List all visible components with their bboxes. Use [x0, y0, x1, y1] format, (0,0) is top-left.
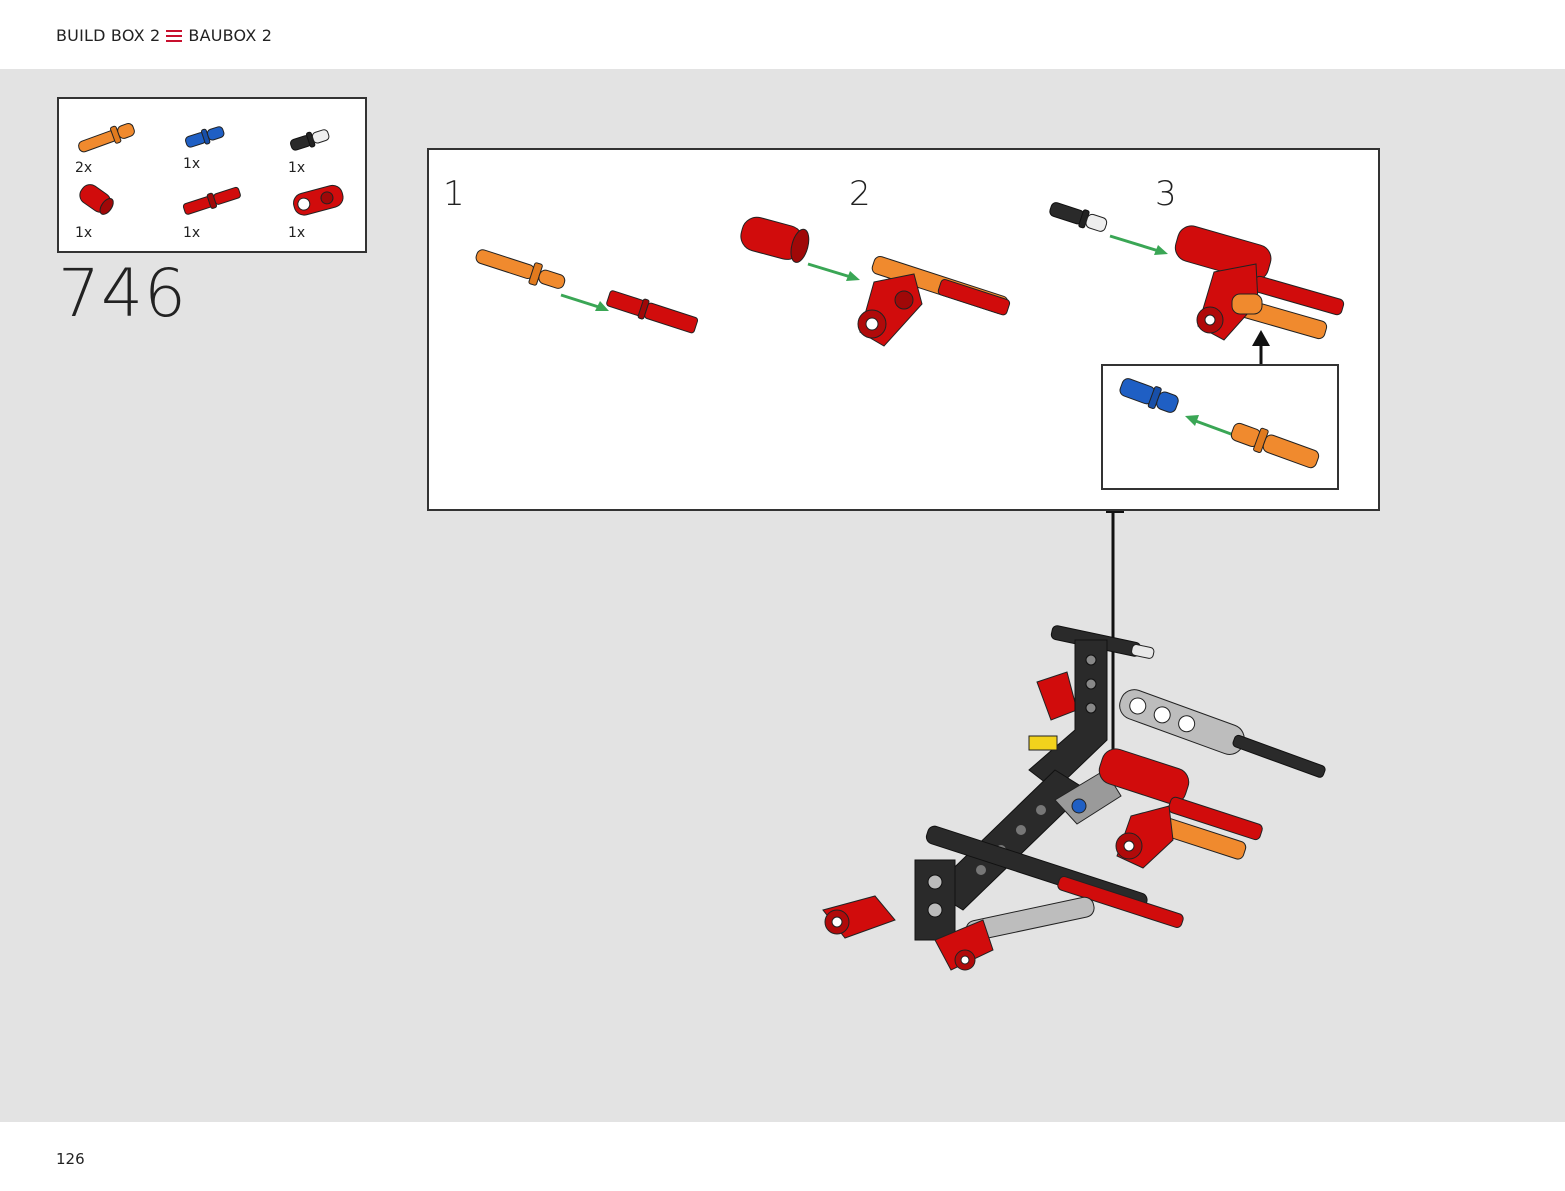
part-qty: 1x	[183, 156, 201, 172]
black-pin-icon	[290, 129, 330, 151]
menu-icon	[166, 29, 183, 42]
main-model-illustration	[822, 625, 1326, 971]
substep-number: 1	[443, 174, 465, 214]
red-axle-icon	[182, 186, 241, 215]
page-footer: 126	[0, 1122, 1565, 1191]
substep-number: 2	[849, 174, 871, 214]
part-qty: 1x	[75, 225, 93, 241]
step-number: 746	[58, 255, 187, 332]
blue-pin-icon	[185, 126, 225, 148]
subassembly-box: 1 2 3	[427, 148, 1380, 511]
part-qty: 1x	[288, 225, 306, 241]
substep-2-illustration	[740, 216, 1011, 347]
build-box-label: BUILD BOX 2	[56, 26, 161, 45]
part-qty: 2x	[75, 160, 93, 176]
orange-axle-pin-icon	[78, 123, 135, 153]
substep-detail-box	[1101, 364, 1339, 490]
substep-1-illustration	[475, 249, 699, 334]
detail-illustration	[1119, 378, 1320, 469]
red-perpendicular-connector-icon	[293, 184, 344, 216]
page-number: 126	[56, 1150, 85, 1168]
red-connector-icon	[79, 184, 114, 215]
substep-number: 3	[1155, 174, 1177, 214]
page-header: BUILD BOX 2 BAUBOX 2	[0, 0, 1565, 70]
part-qty: 1x	[183, 225, 201, 241]
parts-list: 2x 1x 1x 1x 1x	[57, 97, 367, 253]
substep-3-illustration	[1049, 202, 1345, 341]
up-arrow-icon	[1252, 330, 1270, 364]
baubox-label: BAUBOX 2	[188, 26, 273, 45]
part-qty: 1x	[288, 160, 306, 176]
header-title: BUILD BOX 2 BAUBOX 2	[56, 26, 272, 45]
